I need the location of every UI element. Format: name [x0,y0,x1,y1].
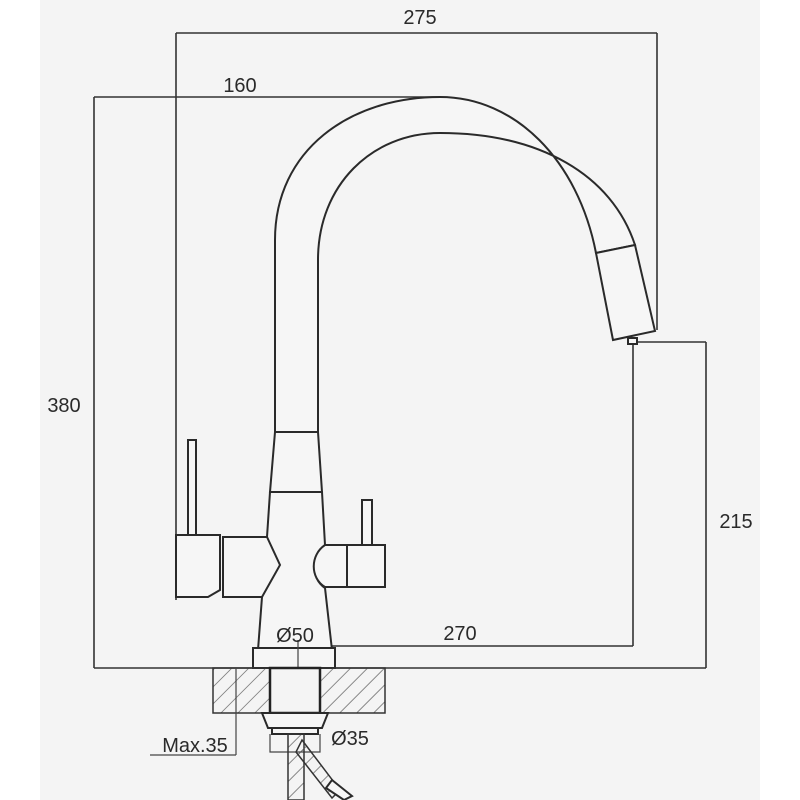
hose-fitting [324,778,354,800]
label-275: 275 [403,7,436,29]
right-handle-hub [346,544,386,588]
washer [271,727,319,735]
dim-270-lines [298,342,634,647]
body-collar [268,431,324,493]
label-diameter-50: Ø50 [276,625,314,647]
label-270: 270 [443,623,476,645]
label-215: 215 [719,511,752,533]
faucet-body [175,431,386,669]
dim-160-lines [93,96,440,668]
label-160: 160 [223,75,256,97]
spray-head [594,243,657,342]
base-flange [252,647,336,669]
spout [274,95,657,433]
spray-nozzle [627,337,638,345]
right-handle-neck [312,544,348,588]
dim-215-lines [94,341,707,669]
label-max-35: Max.35 [162,735,228,757]
dim-275-lines [175,32,658,600]
left-lever-stick [187,439,197,536]
right-lever-stick [361,499,373,546]
left-lever-base [175,534,221,598]
label-380: 380 [47,395,80,417]
dimension-lines [93,32,707,669]
label-diameter-35: Ø35 [331,728,369,750]
countertop-mounting [150,666,386,800]
mounting-nut [260,712,330,729]
left-handle-hub [222,536,282,598]
mounting-shank [268,666,322,715]
dim-max35-lines [150,668,237,756]
